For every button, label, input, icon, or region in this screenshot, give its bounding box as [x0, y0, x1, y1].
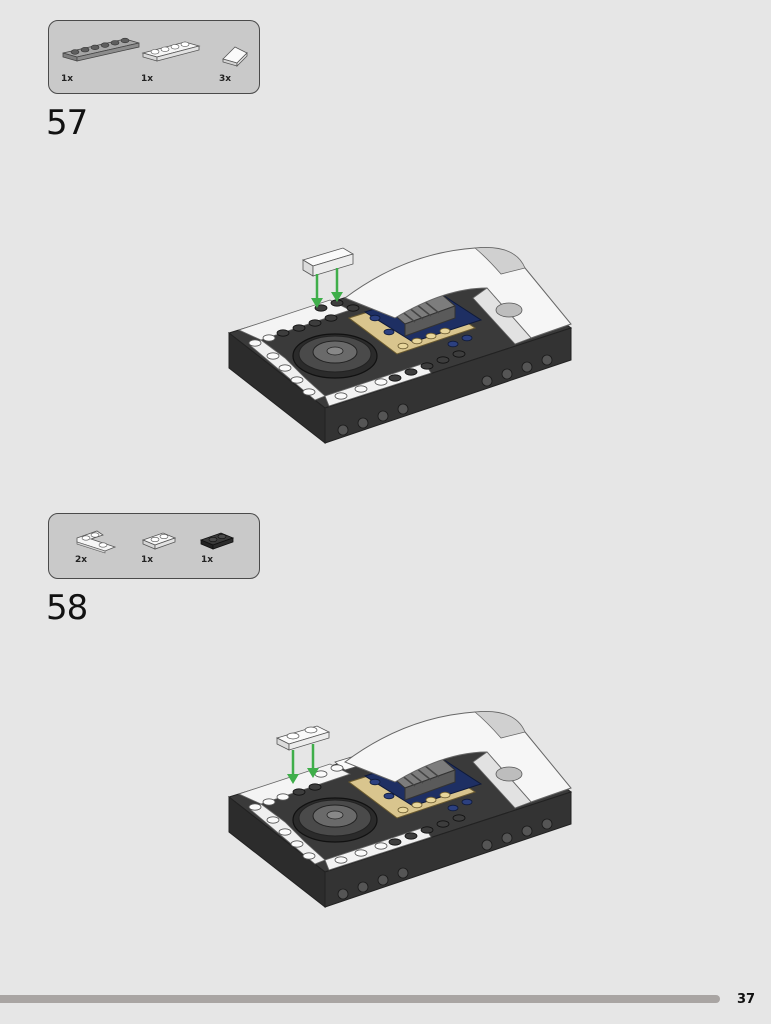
slope-white-icon — [219, 43, 251, 67]
part-qty: 3x — [219, 74, 232, 84]
parts-callout-step-58: 2x 1x 1x — [48, 513, 260, 579]
parts-callout-step-57: 1x 1x 3x — [48, 20, 260, 94]
plate-corner-white-icon — [73, 526, 119, 554]
step-number: 57 — [46, 103, 88, 143]
part-qty: 1x — [141, 555, 154, 565]
part-qty: 2x — [75, 555, 88, 565]
plate-1x2-white-icon — [141, 528, 177, 552]
part-qty: 1x — [141, 74, 154, 84]
part-qty: 1x — [61, 74, 74, 84]
plate-1x4-white-icon — [141, 37, 201, 63]
plate-1x2-black-icon — [199, 528, 235, 552]
page-number: 37 — [737, 992, 756, 1007]
step-number: 58 — [46, 588, 88, 628]
model-step-58 — [225, 702, 585, 922]
footer-bar — [0, 995, 720, 1003]
part-qty: 1x — [201, 555, 214, 565]
plate-1x6-gray-icon — [61, 33, 141, 63]
model-step-57 — [225, 238, 585, 458]
